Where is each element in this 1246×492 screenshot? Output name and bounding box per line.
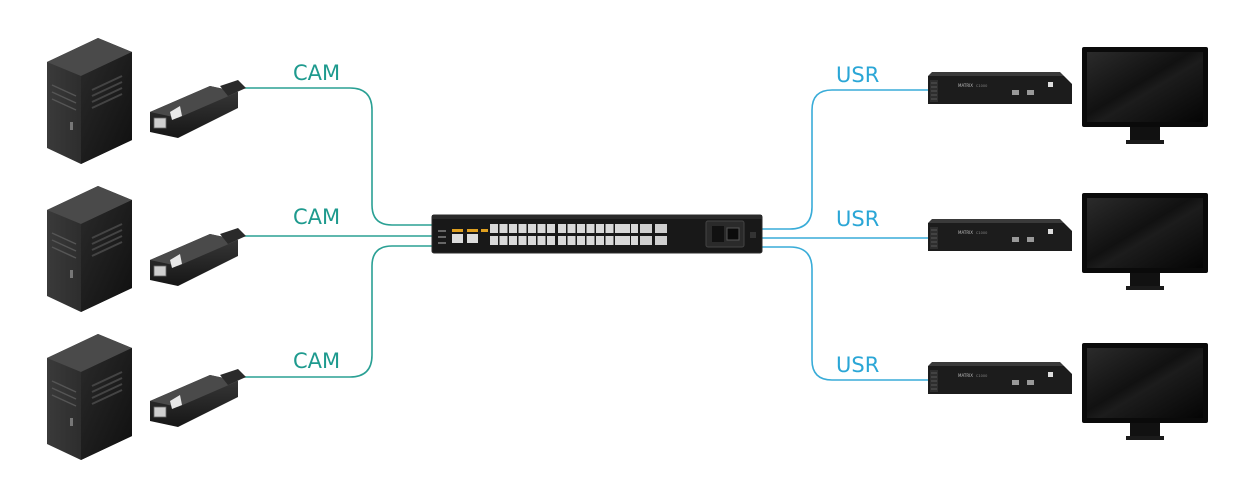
- switch-port: [490, 236, 498, 245]
- computer-tower-1: [47, 38, 132, 164]
- cam-cable-1: [240, 87, 434, 226]
- switch-port: [537, 236, 546, 245]
- switch-port: [547, 236, 555, 245]
- cam-cable-3: [240, 245, 434, 378]
- switch-port: [518, 224, 527, 233]
- usr-cables: [762, 89, 928, 381]
- cam-dongle-2: [150, 228, 246, 286]
- usr-cable-1: [762, 89, 928, 230]
- switch-port: [596, 224, 604, 233]
- switch-port: [631, 236, 638, 245]
- computer-tower-2: [47, 186, 132, 312]
- switch-port-array: [490, 224, 638, 245]
- switch-port: [615, 224, 623, 233]
- extender-brand: MATRIX: [958, 230, 973, 235]
- switch-port: [490, 224, 498, 233]
- monitor-2: [1082, 193, 1208, 290]
- usr-label-3: USR: [836, 353, 879, 377]
- cam-cables: [240, 87, 434, 378]
- switch-port: [586, 224, 595, 233]
- cam-label-3: CAM: [293, 349, 340, 373]
- switch-port: [537, 224, 546, 233]
- extender-brand: MATRIX: [958, 83, 973, 88]
- monitor-1: [1082, 47, 1208, 144]
- switch-port: [528, 236, 536, 245]
- switch-port: [528, 224, 536, 233]
- usr-cable-3: [762, 246, 928, 381]
- switch-port: [586, 236, 595, 245]
- monitor-3: [1082, 343, 1208, 440]
- usr-label-1: USR: [836, 63, 879, 87]
- switch-port: [605, 236, 614, 245]
- switch-port: [567, 236, 576, 245]
- network-switch: [431, 214, 763, 254]
- switch-port: [509, 224, 517, 233]
- usr-extender-1: MATRIX C1000: [928, 72, 1072, 104]
- usr-extender-2: MATRIX C1000: [928, 219, 1072, 251]
- usr-label-2: USR: [836, 207, 879, 231]
- switch-port: [631, 224, 638, 233]
- cam-label-1: CAM: [293, 61, 340, 85]
- extender-model: C1000: [976, 84, 987, 88]
- extender-brand: MATRIX: [958, 373, 973, 378]
- switch-port: [623, 236, 630, 245]
- switch-port: [615, 236, 623, 245]
- computer-tower-3: [47, 334, 132, 460]
- switch-port: [605, 224, 614, 233]
- switch-port: [623, 224, 630, 233]
- switch-port: [547, 224, 555, 233]
- switch-port: [509, 236, 517, 245]
- switch-port: [499, 224, 508, 233]
- extender-model: C1000: [976, 374, 987, 378]
- switch-port: [577, 236, 585, 245]
- cam-label-2: CAM: [293, 205, 340, 229]
- cam-dongle-3: [150, 369, 246, 427]
- cam-dongle-1: [150, 80, 246, 138]
- switch-port: [499, 236, 508, 245]
- switch-port: [518, 236, 527, 245]
- usr-extender-3: MATRIX C1000: [928, 362, 1072, 394]
- switch-port: [558, 236, 566, 245]
- switch-port: [596, 236, 604, 245]
- switch-port: [567, 224, 576, 233]
- switch-port: [558, 224, 566, 233]
- switch-port: [577, 224, 585, 233]
- extender-model: C1000: [976, 231, 987, 235]
